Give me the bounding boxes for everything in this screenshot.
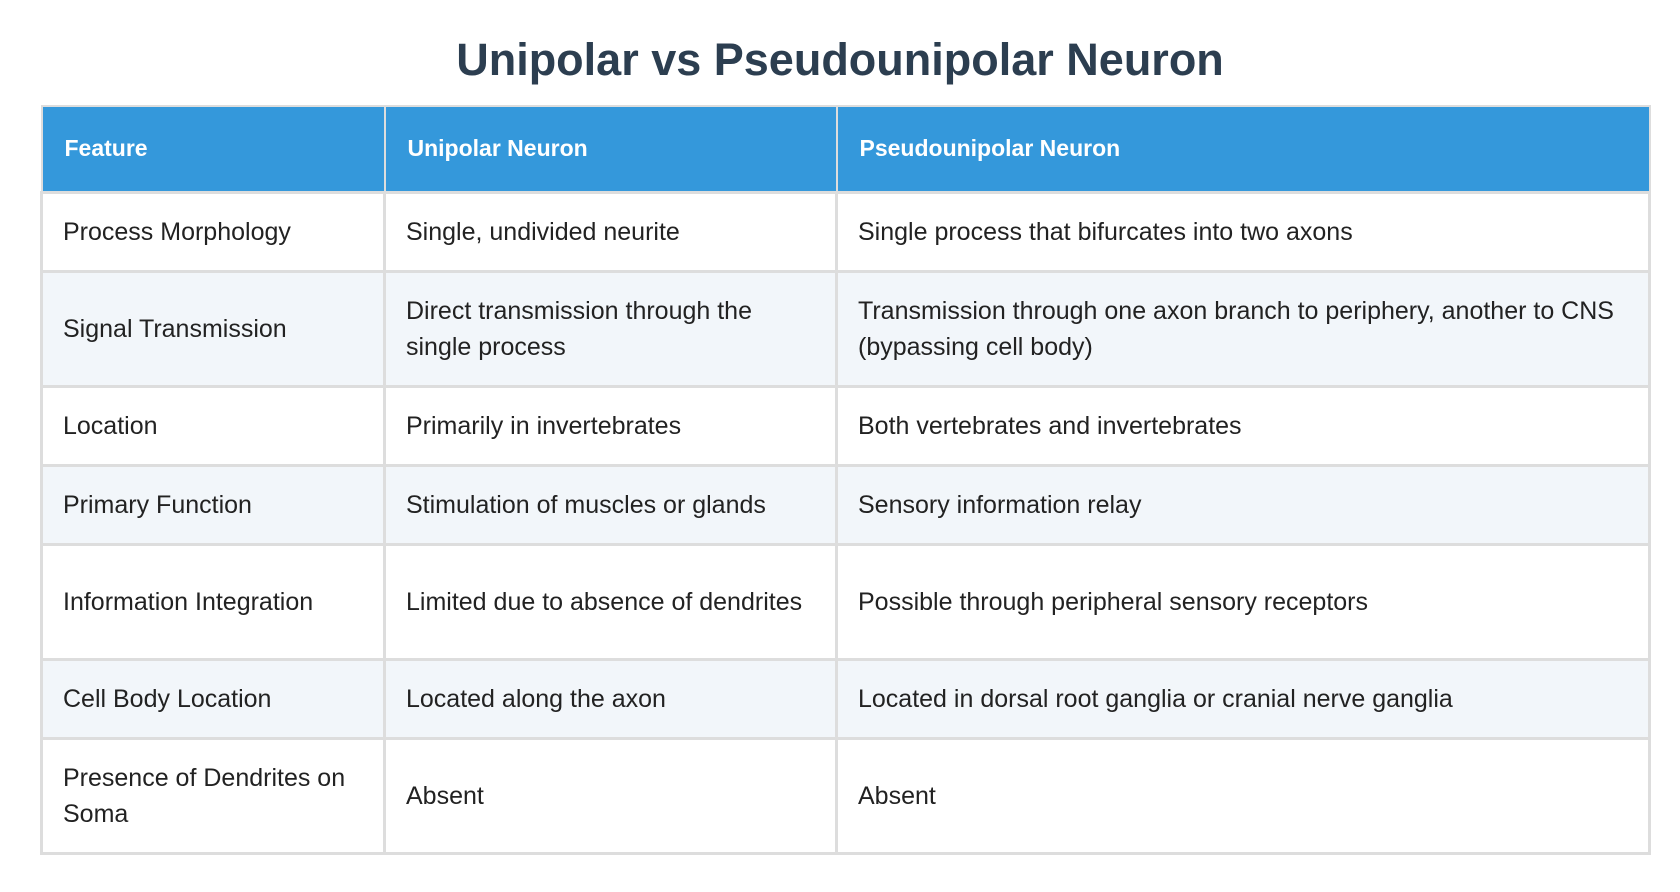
column-header-pseudounipolar: Pseudounipolar Neuron: [835, 105, 1651, 193]
pseudounipolar-cell: Sensory information relay: [835, 463, 1651, 546]
pseudounipolar-cell: Located in dorsal root ganglia or crania…: [835, 657, 1651, 740]
unipolar-cell: Single, undivided neurite: [383, 190, 838, 273]
unipolar-cell: Direct transmission through the single p…: [383, 269, 838, 388]
page-title: Unipolar vs Pseudounipolar Neuron: [456, 34, 1224, 85]
table-header-row: Feature Unipolar Neuron Pseudounipolar N…: [40, 105, 1651, 193]
unipolar-cell: Absent: [383, 736, 838, 855]
unipolar-cell: Located along the axon: [383, 657, 838, 740]
pseudounipolar-cell: Both vertebrates and invertebrates: [835, 384, 1651, 467]
table-row: Process Morphology Single, undivided neu…: [40, 190, 1651, 273]
feature-cell: Primary Function: [40, 463, 386, 546]
feature-cell: Cell Body Location: [40, 657, 386, 740]
table-row: Information Integration Limited due to a…: [40, 542, 1651, 661]
table-row: Cell Body Location Located along the axo…: [40, 657, 1651, 740]
pseudounipolar-cell: Single process that bifurcates into two …: [835, 190, 1651, 273]
table-row: Primary Function Stimulation of muscles …: [40, 463, 1651, 546]
feature-cell: Location: [40, 384, 386, 467]
table-row: Presence of Dendrites on Soma Absent Abs…: [40, 736, 1651, 855]
feature-cell: Process Morphology: [40, 190, 386, 273]
unipolar-cell: Stimulation of muscles or glands: [383, 463, 838, 546]
table-row: Location Primarily in invertebrates Both…: [40, 384, 1651, 467]
pseudounipolar-cell: Absent: [835, 736, 1651, 855]
comparison-table: Feature Unipolar Neuron Pseudounipolar N…: [40, 105, 1651, 855]
feature-cell: Signal Transmission: [40, 269, 386, 388]
unipolar-cell: Limited due to absence of dendrites: [383, 542, 838, 661]
column-header-feature: Feature: [40, 105, 386, 193]
pseudounipolar-cell: Possible through peripheral sensory rece…: [835, 542, 1651, 661]
unipolar-cell: Primarily in invertebrates: [383, 384, 838, 467]
column-header-unipolar: Unipolar Neuron: [383, 105, 838, 193]
feature-cell: Information Integration: [40, 542, 386, 661]
feature-cell: Presence of Dendrites on Soma: [40, 736, 386, 855]
table-row: Signal Transmission Direct transmission …: [40, 269, 1651, 388]
pseudounipolar-cell: Transmission through one axon branch to …: [835, 269, 1651, 388]
